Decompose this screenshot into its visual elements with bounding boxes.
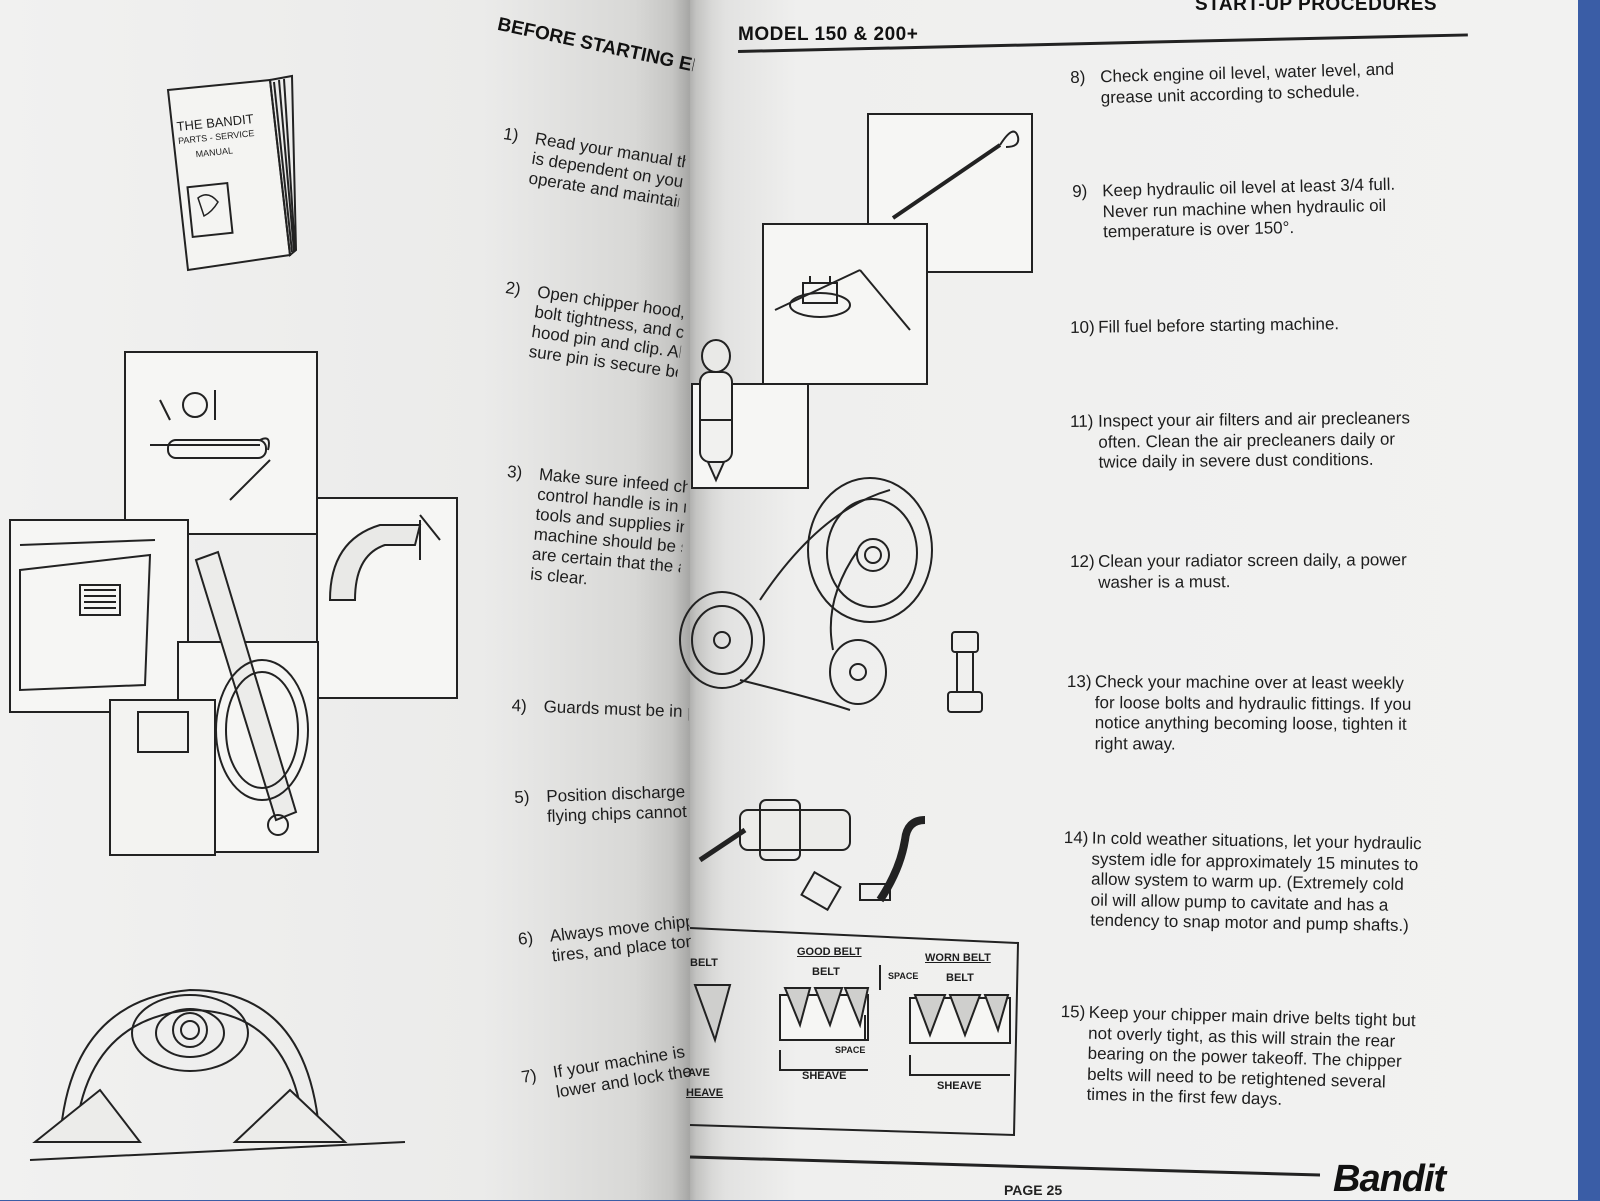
item-number: 15) <box>1060 1002 1086 1022</box>
item-number: 2) <box>504 278 522 299</box>
good-belt-label: BELT <box>812 966 840 978</box>
worn-belt-title: WORN BELT <box>925 952 991 964</box>
item-line: for loose bolts and hydraulic fittings. … <box>1094 692 1412 714</box>
item-number: 4) <box>511 696 528 716</box>
air-filter-illustration <box>691 339 809 489</box>
manual-cover-title: THE BANDIT PARTS - SERVICE MANUAL <box>176 111 258 164</box>
good-belt-title: GOOD BELT <box>797 946 862 958</box>
item-number: 14) <box>1063 828 1089 848</box>
item-line: washer is a must. <box>1098 571 1231 592</box>
worn-sheave-label: SHEAVE <box>937 1080 982 1092</box>
item-number: 1) <box>502 124 520 146</box>
sheave-label-partial-underlined: HEAVE <box>686 1087 724 1099</box>
worn-belt-label: BELT <box>946 972 974 984</box>
item-line: notice anything becoming loose, tighten … <box>1094 713 1407 734</box>
belt-label-partial: BELT <box>690 957 718 969</box>
item-number: 7) <box>520 1065 538 1087</box>
fuel-cap-illustration <box>762 223 928 385</box>
item-text: In cold weather situations, let your hyd… <box>1090 828 1492 937</box>
item-text: Keep your chipper main drive belts tight… <box>1086 1003 1489 1116</box>
space-label-top: SPACE <box>888 971 919 981</box>
item-number: 11) <box>1070 411 1094 431</box>
item-number: 10) <box>1070 317 1095 337</box>
item-number: 5) <box>514 787 530 807</box>
wheel-chock-illustration <box>29 988 406 1161</box>
item-line: Check your machine over at least weekly <box>1094 672 1404 693</box>
item-line: twice daily in severe dust conditions. <box>1098 449 1374 472</box>
item-line: right away. <box>1094 733 1176 754</box>
item-text: Keep hydraulic oil level at least 3/4 fu… <box>1102 172 1503 243</box>
model-header: MODEL 150 & 200+ <box>738 24 919 45</box>
item-line: Clean your radiator screen daily, a powe… <box>1097 550 1407 571</box>
item-number: 12) <box>1070 551 1095 571</box>
belt-diagram <box>689 927 1020 1137</box>
chipper-hood-illustration <box>9 351 458 856</box>
item-number: 6) <box>517 928 535 949</box>
section-header: START-UP PROCEDURES <box>1195 0 1438 15</box>
sheave-label-partial: AVE <box>688 1067 710 1079</box>
good-sheave-label: SHEAVE <box>802 1070 847 1082</box>
item-text: Position discharge pipe sflying chips ca… <box>546 782 690 827</box>
space-label-bottom: SPACE <box>835 1045 866 1055</box>
item-number: 8) <box>1070 67 1086 87</box>
manual-book-illustration <box>166 74 298 272</box>
pulley-belt-illustration <box>679 477 983 713</box>
item-number: 9) <box>1072 181 1088 201</box>
item-text: Inspect your air filters and air preclea… <box>1098 408 1499 474</box>
item-number: 3) <box>506 462 524 483</box>
item-text: Clean your radiator screen daily, a powe… <box>1098 550 1498 593</box>
item-number: 13) <box>1066 672 1092 692</box>
page-number: PAGE 25 <box>1004 1182 1063 1198</box>
bandit-logo: Bandit <box>1333 1158 1446 1200</box>
hydraulic-valve-illustration <box>698 799 926 912</box>
